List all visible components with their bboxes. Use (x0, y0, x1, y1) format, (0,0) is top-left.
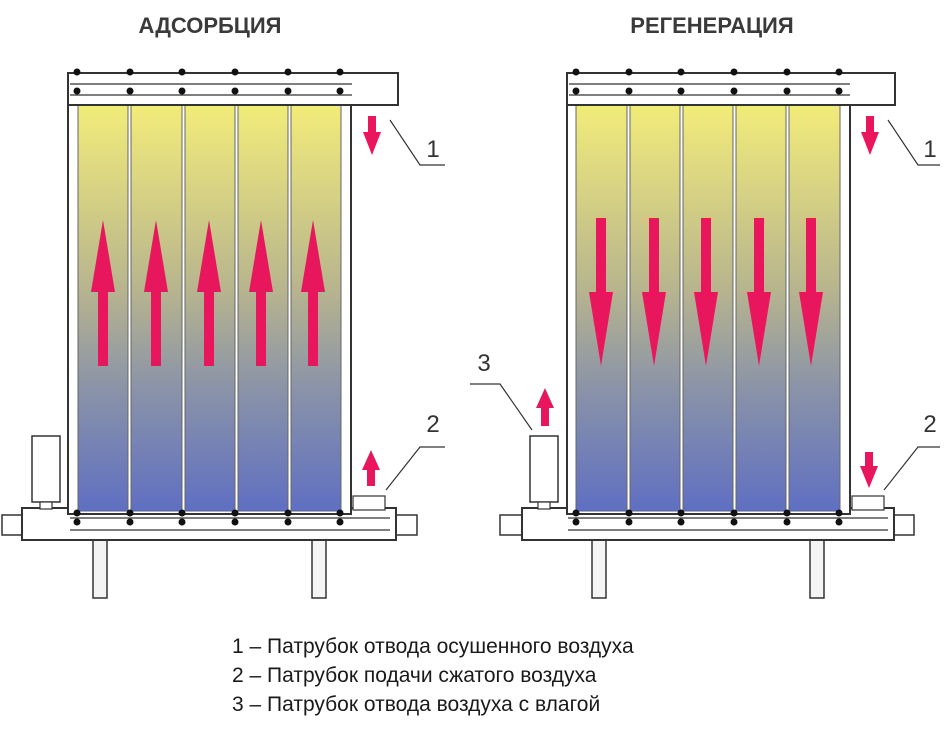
top-manifold (566, 72, 896, 106)
exhaust-arrow (536, 388, 554, 426)
flow-arrows-up (91, 220, 325, 366)
callout-2: 2 (923, 411, 936, 438)
legend-item-1: 1 – Патрубок отвода осушенного воздуха (232, 635, 634, 658)
pipe-right (891, 514, 915, 536)
leg (92, 539, 108, 599)
panel-adsorption: АДСОРБЦИЯ (1, 13, 445, 599)
legend-item-2: 2 – Патрубок подачи сжатого воздуха (232, 664, 597, 687)
inlet-stub (851, 495, 885, 511)
legend-item-3: 3 – Патрубок отвода воздуха с влагой (232, 693, 601, 716)
legend: 1 – Патрубок отвода осушенного воздуха 2… (232, 632, 634, 719)
outlet-arrow (363, 116, 381, 155)
callout-3: 3 (477, 350, 490, 377)
leg (591, 539, 607, 599)
panel-title-adsorption: АДСОРБЦИЯ (138, 13, 281, 38)
panel-title-regeneration: РЕГЕНЕРАЦИЯ (630, 13, 793, 38)
flow-arrows-down (589, 218, 823, 366)
callout-2: 2 (426, 411, 439, 438)
pipe-right (394, 514, 418, 536)
leg (809, 539, 825, 599)
inlet-arrow (362, 450, 380, 486)
exhaust-box (529, 435, 559, 503)
panel-regeneration: РЕГЕНЕРАЦИЯ (470, 13, 940, 599)
outlet-arrow (861, 116, 879, 155)
callout-1: 1 (923, 136, 936, 163)
inlet-stub (352, 495, 386, 511)
valve-box (31, 435, 61, 503)
inlet-arrow-down (860, 452, 878, 488)
callout-1: 1 (426, 136, 439, 163)
pipe-left (499, 514, 525, 536)
leg (311, 539, 327, 599)
